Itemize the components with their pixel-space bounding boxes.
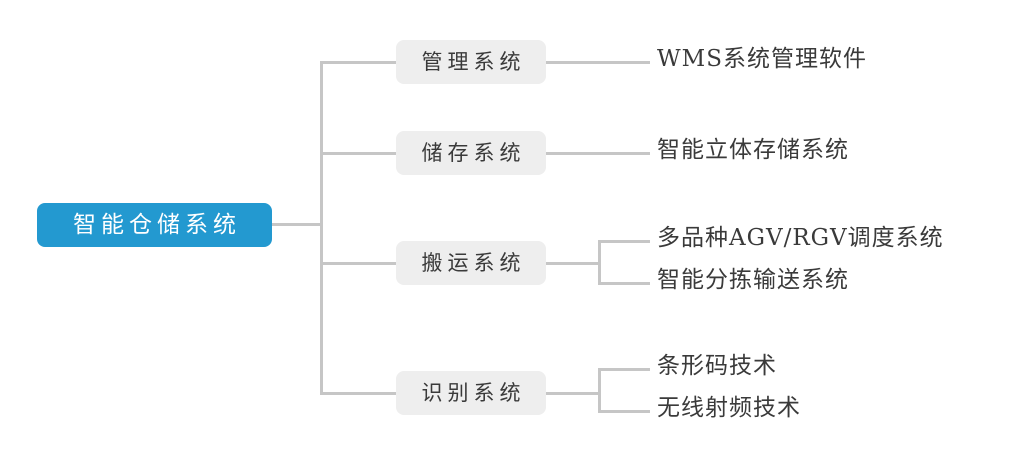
root-node-label: 智能仓储系统 [73,211,241,238]
branch-node-identification[interactable]: 识别系统 [396,371,546,415]
branch-node-label: 储存系统 [421,140,526,165]
connector-trunk-vertical [320,61,323,395]
branch-node-management[interactable]: 管理系统 [396,40,546,84]
connector-branch-3-stem [546,262,601,265]
connector-branch-4-to-leaf-2 [598,410,650,413]
connector-branch-1-to-leaf-1 [546,61,650,64]
connector-branch-4-bracket-vertical [598,368,601,413]
connector-branch-3-to-leaf-2 [598,282,650,285]
branch-node-label: 搬运系统 [421,250,526,275]
leaf-label-wms: WMS系统管理软件 [657,46,867,72]
connector-branch-3-bracket-vertical [598,240,601,285]
connector-trunk-to-branch-3 [320,262,398,265]
leaf-label-barcode: 条形码技术 [657,353,777,379]
leaf-label-agv-rgv: 多品种AGV/RGV调度系统 [657,225,944,251]
connector-trunk-to-branch-2 [320,152,398,155]
connector-branch-2-to-leaf-1 [546,152,650,155]
branch-node-label: 管理系统 [421,49,526,74]
leaf-label-sorting: 智能分拣输送系统 [657,267,849,293]
connector-branch-4-stem [546,392,601,395]
connector-root-to-trunk [272,223,323,226]
leaf-label-rfid: 无线射频技术 [657,395,801,421]
connector-trunk-to-branch-1 [320,61,398,64]
branch-node-handling[interactable]: 搬运系统 [396,241,546,285]
leaf-label-asrs: 智能立体存储系统 [657,137,849,163]
connector-trunk-to-branch-4 [320,392,398,395]
branch-node-label: 识别系统 [421,380,526,405]
branch-node-storage[interactable]: 储存系统 [396,131,546,175]
connector-branch-4-to-leaf-1 [598,368,650,371]
connector-branch-3-to-leaf-1 [598,240,650,243]
root-node[interactable]: 智能仓储系统 [37,203,272,247]
